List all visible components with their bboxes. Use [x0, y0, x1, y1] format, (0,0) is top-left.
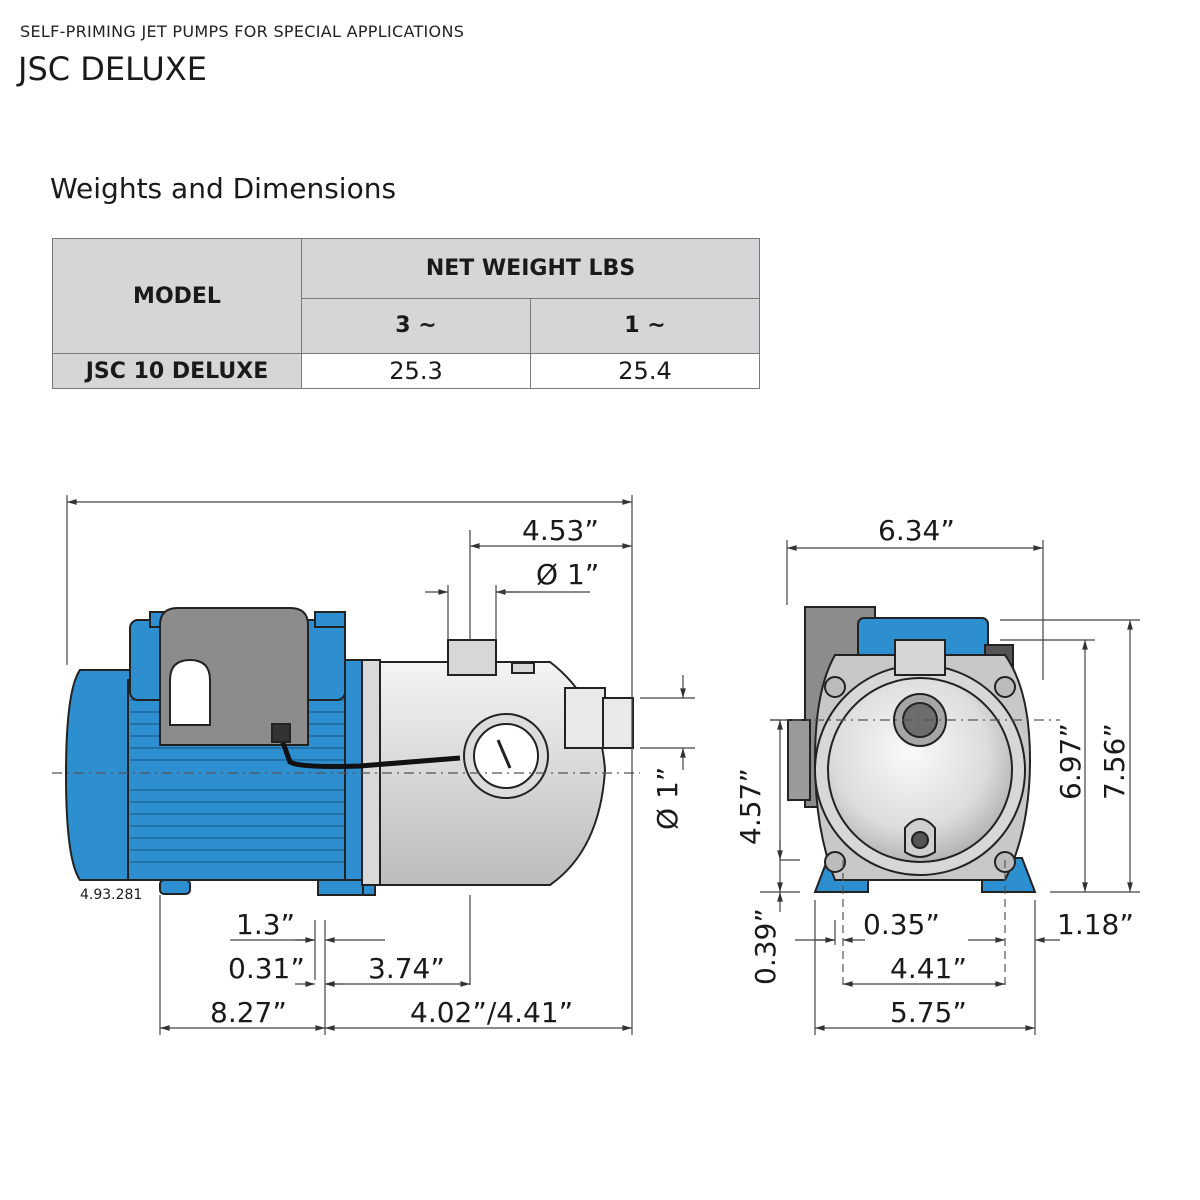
- front-view: [770, 606, 1060, 990]
- weight-table: MODEL NET WEIGHT LBS 3 ~ 1 ~ JSC 10 DELU…: [52, 238, 760, 389]
- weight-1-phase: 25.4: [530, 353, 760, 389]
- front-view-dims: [760, 540, 1140, 1035]
- discharge-port: [447, 639, 497, 676]
- dim-motor-length: 8.27”: [210, 996, 287, 1029]
- dim-foot-to-outlet: 3.74”: [368, 952, 445, 985]
- dim-hole-spacing: 4.41”: [890, 952, 967, 985]
- supertitle: SELF-PRIMING JET PUMPS FOR SPECIAL APPLI…: [20, 22, 465, 41]
- dim-overall-height: 7.56”: [1098, 723, 1131, 800]
- section-title: Weights and Dimensions: [50, 172, 397, 205]
- phase-header-1: 1 ~: [530, 297, 760, 355]
- gauge-cable: [279, 739, 461, 769]
- dim-pump-length: 4.02”/4.41”: [410, 996, 573, 1029]
- dim-front-width: 6.34”: [878, 514, 955, 547]
- page-title: JSC DELUXE: [18, 50, 207, 88]
- weight-3-phase: 25.3: [301, 353, 531, 389]
- dim-base-height: 0.39”: [749, 908, 782, 985]
- dim-foot-edge: 1.18”: [1057, 908, 1134, 941]
- dim-suction-diameter: Ø 1”: [651, 767, 684, 830]
- dim-hole-diameter: 0.35”: [863, 908, 940, 941]
- side-view-dims: [66, 495, 695, 1035]
- dim-foot-gap: 0.31”: [228, 952, 305, 985]
- dim-foot-thickness: 1.3”: [236, 908, 295, 941]
- model-header: MODEL: [52, 238, 302, 354]
- dim-discharge-diameter: Ø 1”: [536, 558, 599, 591]
- pump-cover: [827, 677, 1013, 863]
- fan-cover: [64, 669, 131, 881]
- part-code: 4.93.281: [80, 887, 142, 903]
- dim-discharge-offset: 4.53”: [522, 514, 599, 547]
- model-cell: JSC 10 DELUXE: [52, 353, 302, 389]
- side-view: [52, 607, 640, 896]
- phase-header-3: 3 ~: [301, 297, 531, 355]
- dim-base-width: 5.75”: [890, 996, 967, 1029]
- suction-port: [564, 687, 606, 749]
- dim-discharge-height: 6.97”: [1054, 723, 1087, 800]
- dim-suction-height: 4.57”: [734, 768, 767, 845]
